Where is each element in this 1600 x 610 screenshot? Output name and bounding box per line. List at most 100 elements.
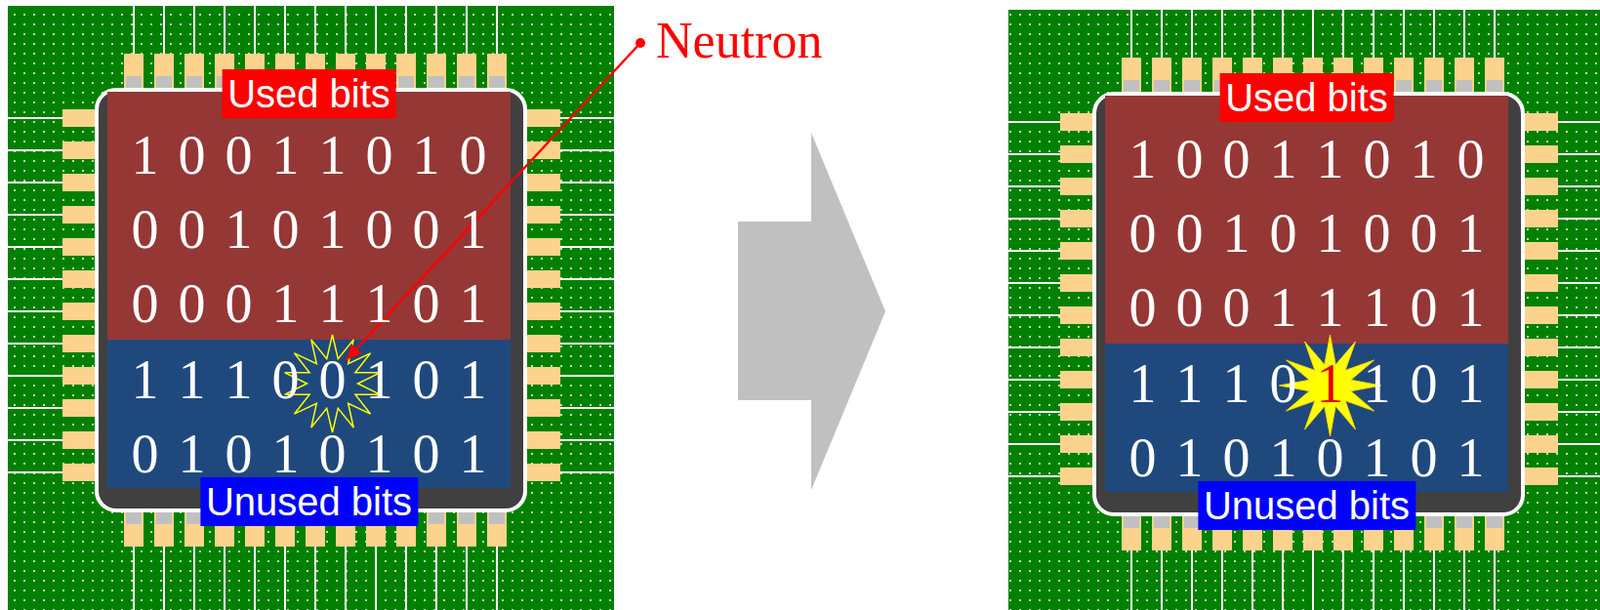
pin-tip [1486,80,1503,94]
region-heading: Unused bits [1197,481,1416,531]
trace [1402,9,1405,63]
trace [1251,9,1254,63]
trace [7,246,69,248]
trace [1008,346,1067,349]
pin-tip [1184,80,1200,94]
bit-row: 1 1 1 0 0 1 0 1 [107,342,511,417]
trace [1221,9,1224,63]
trace [405,5,408,59]
pin-tip [1486,514,1503,529]
trace [556,374,615,377]
region-heading: Unused bits [200,477,418,527]
trace [1554,282,1600,285]
pin-tip [458,76,475,90]
trace [495,5,498,59]
pin-tip [125,76,142,90]
trace [7,117,69,120]
trace [1554,153,1600,156]
trace [556,407,615,410]
pin-tip [156,510,172,525]
pin-tip [1456,80,1473,94]
trace [465,5,468,59]
trace [1008,153,1067,156]
pin-tip [1123,514,1140,529]
pin-tip [186,76,203,90]
trace [7,213,69,216]
neutron-label: Neutron [656,13,822,69]
trace [7,310,69,313]
trace [7,342,69,345]
bit-row: 1 0 1 [1363,346,1485,421]
pin-tip [398,76,414,90]
trace [7,181,69,184]
pin-tip [489,510,505,525]
trace [132,5,135,59]
flip-burst [1279,334,1382,437]
trace [1160,9,1163,63]
trace [1008,443,1067,446]
trace [1554,378,1600,381]
trace [7,149,69,152]
pin-tip [1123,80,1140,94]
bit-row: 1 0 0 1 1 0 1 0 [107,118,511,193]
trace [314,5,317,59]
pcb-ground [7,5,615,610]
trace [1190,9,1193,63]
trace [223,5,226,59]
pin-tip [1153,80,1170,94]
trace [1554,346,1600,349]
trace [1554,443,1600,446]
trace [7,278,69,281]
unused-bits-region: 1 1 1 011 0 10 1 0 1 0 1 0 1Unused bits [1105,343,1509,493]
pin-tip [1426,514,1442,529]
trace [556,310,615,313]
trace [1554,314,1600,317]
trace [374,5,377,59]
trace [1008,314,1067,317]
trace [7,374,69,377]
pin-tip [1426,80,1442,94]
bit-row: 0 0 1 0 1 0 0 1 [1105,196,1509,271]
trace [1008,185,1067,188]
trace [7,407,69,410]
trace [1554,121,1600,124]
trace [556,471,615,474]
region-heading: Used bits [221,69,397,119]
pin-tip [489,76,505,90]
region-heading: Used bits [1219,73,1395,123]
trace [556,246,615,248]
trace [1493,9,1496,63]
trace [1312,9,1314,63]
trace [1463,9,1466,63]
pcb-ground [1008,9,1600,610]
trace [556,149,615,152]
used-bits-region: 1 0 0 1 1 0 1 00 0 1 0 1 0 0 10 0 0 1 1 … [107,91,511,340]
trace [1372,9,1375,63]
trace [7,439,69,442]
used-bits-region: 1 0 0 1 1 0 1 00 0 1 0 1 0 0 10 0 0 1 1 … [1105,95,1509,344]
trace [556,342,615,345]
impact-burst [285,334,380,433]
trace [1554,475,1600,478]
memory-chip [96,89,526,511]
bit-row: 0 0 1 0 1 0 0 1 [107,192,511,267]
trace [193,5,196,59]
trace [1554,249,1600,252]
trace [1433,9,1436,63]
trace [1008,217,1067,220]
bit-row: 0 0 0 1 1 1 0 1 [107,266,511,341]
trace [253,5,256,59]
pin-tip [428,76,445,90]
bit-row: 1 0 0 1 1 0 1 0 [1105,122,1509,197]
memory-chip [1094,93,1523,515]
trace [435,5,438,59]
trace [556,278,615,281]
pin-tip [1456,514,1473,529]
bit-row: 0 0 0 1 1 1 0 1 [1105,270,1509,345]
trace [1008,121,1067,124]
trace [556,181,615,184]
trace [7,471,69,474]
pin-tip [1153,514,1170,529]
bit-row: 1 1 1 011 0 1 [1105,346,1509,421]
